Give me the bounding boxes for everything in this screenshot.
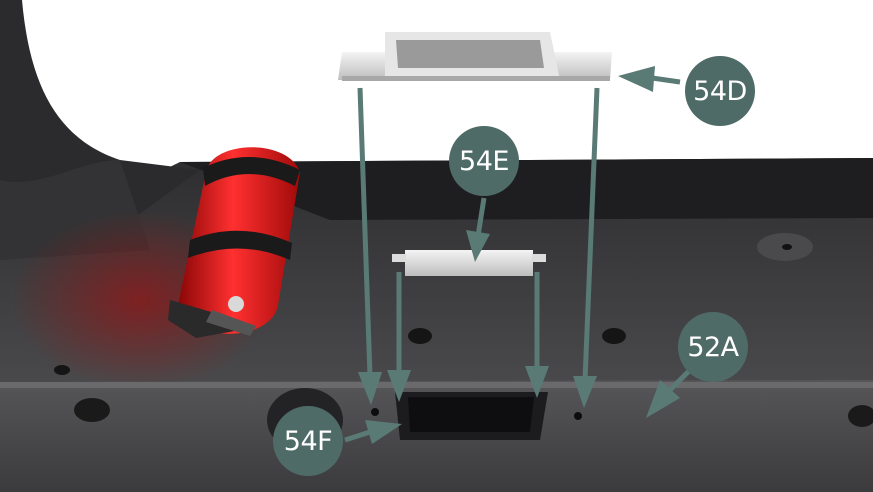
part-54D — [338, 32, 612, 81]
fire-extinguisher — [168, 147, 300, 338]
part-54E — [392, 250, 546, 276]
callout-54E: 54E — [449, 126, 519, 196]
callout-54F: 54F — [273, 406, 343, 476]
callout-52A: 52A — [678, 312, 748, 382]
guide-arrows — [344, 66, 692, 444]
callout-54D: 54D — [685, 56, 755, 126]
floor-holes — [54, 233, 813, 420]
recess-54F — [395, 392, 548, 440]
